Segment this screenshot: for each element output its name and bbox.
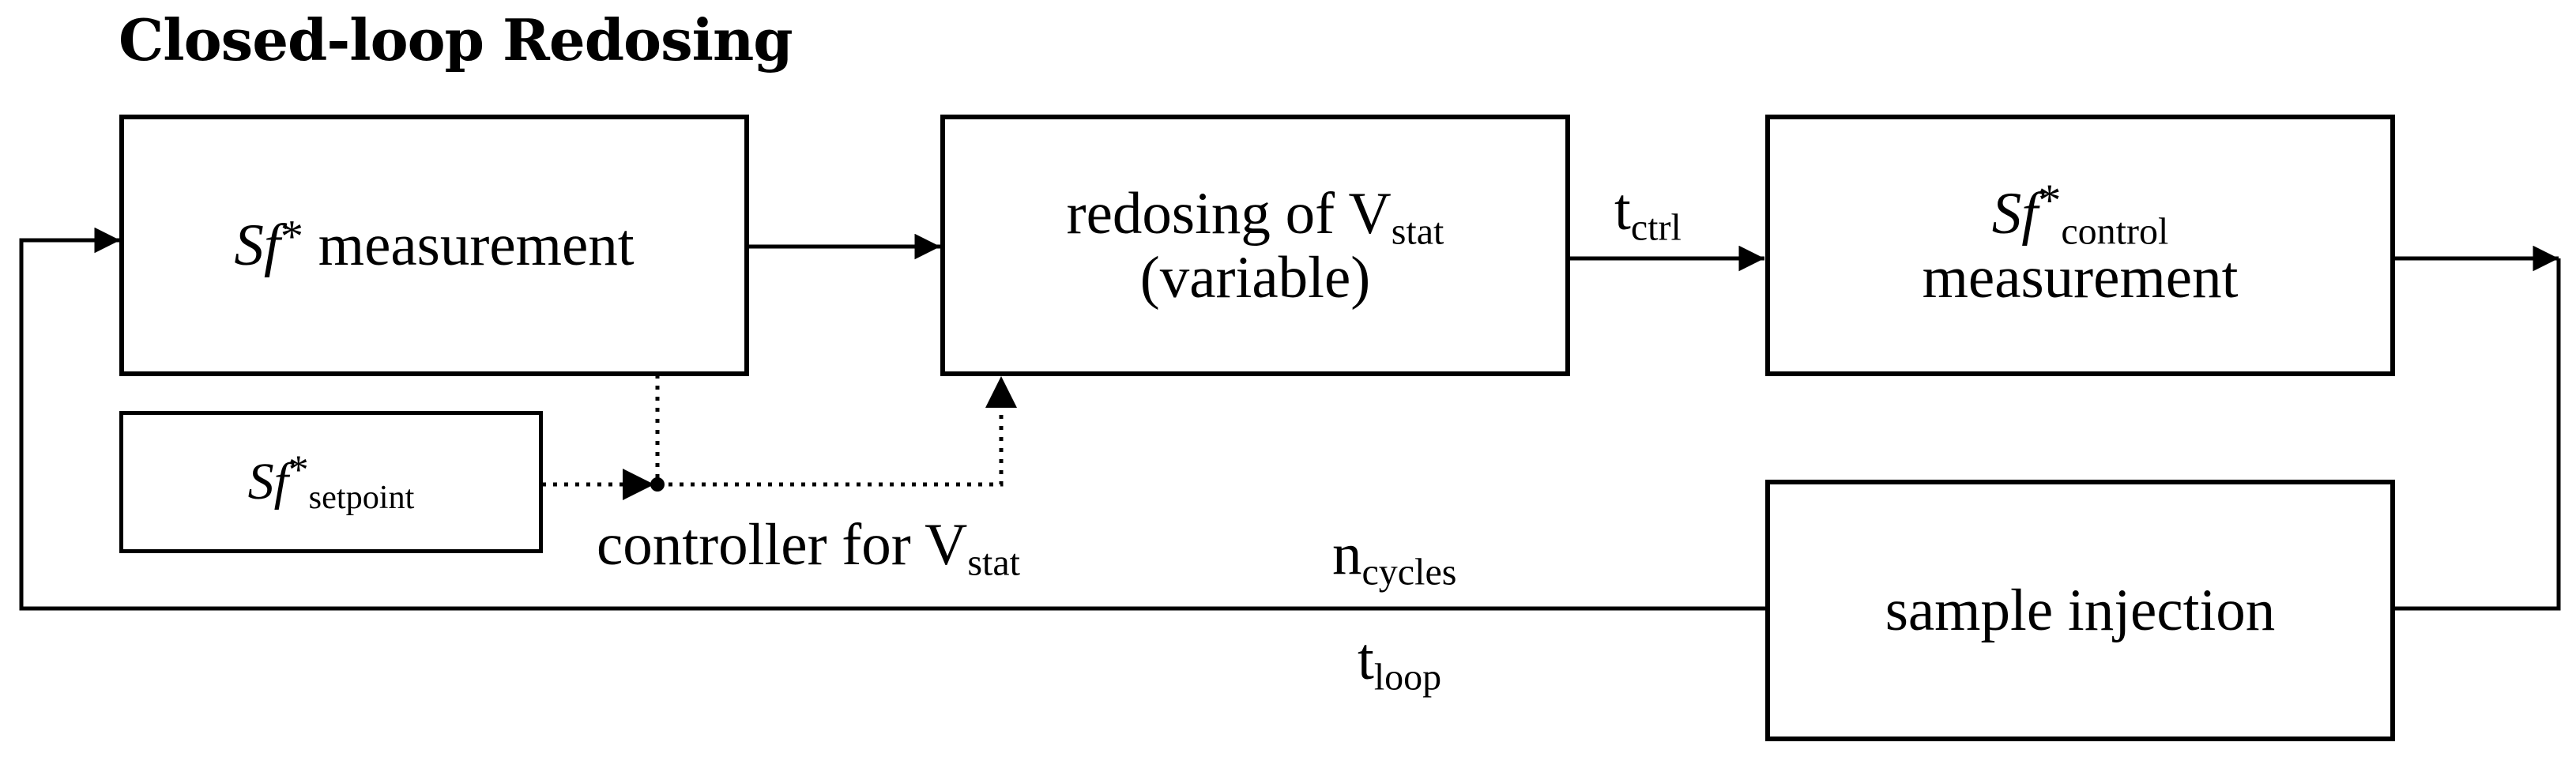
feedback-loop-line bbox=[19, 227, 1765, 611]
sf-measurement-label: Sf* measurement bbox=[234, 210, 635, 278]
n-cycles-label: ncycles bbox=[1332, 522, 1457, 593]
controller-junction-dot bbox=[650, 477, 665, 492]
redosing-line1: redosing of Vstat bbox=[1066, 180, 1444, 252]
redosing-box: redosing of Vstat (variable) bbox=[940, 115, 1570, 376]
controller-label: controller for Vstat bbox=[597, 512, 1020, 584]
t-loop-label: tloop bbox=[1358, 627, 1442, 699]
sample-injection-label: sample injection bbox=[1885, 578, 2276, 643]
redosing-line2: (variable) bbox=[1139, 244, 1371, 311]
sf-control-line1: Sf*control bbox=[1991, 174, 2169, 252]
dotted-controller-to-redosing bbox=[657, 376, 1017, 487]
diagram-title: Closed-loop Redosing bbox=[119, 6, 793, 73]
sample-injection-box: sample injection bbox=[1765, 480, 2395, 741]
line-right-rail-to-injection bbox=[2394, 258, 2561, 611]
sf-measurement-box: Sf* measurement bbox=[119, 115, 749, 376]
sf-control-measurement-box: Sf*control measurement bbox=[1765, 115, 2395, 376]
sf-control-line2: measurement bbox=[1922, 244, 2239, 311]
sf-setpoint-label: Sf*setpoint bbox=[247, 447, 415, 517]
t-ctrl-label: tctrl bbox=[1614, 177, 1682, 249]
sf-setpoint-box: Sf*setpoint bbox=[119, 411, 543, 553]
